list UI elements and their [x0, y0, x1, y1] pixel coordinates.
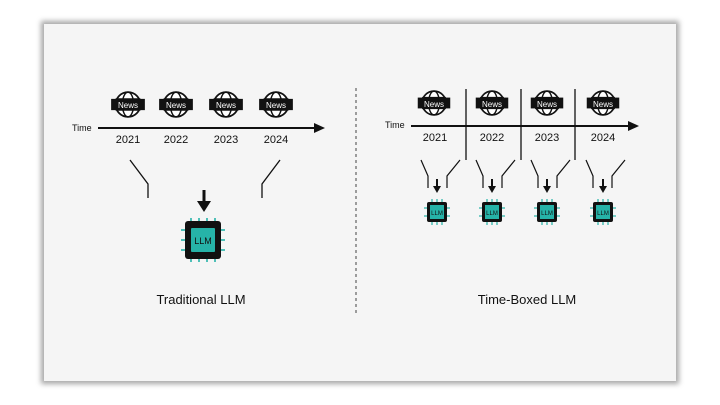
- right-funnel-2023: [530, 159, 571, 193]
- svg-text:News: News: [537, 100, 557, 109]
- right-llm-chip-2024: LLM: [590, 199, 616, 225]
- left-news-icon-2024: News: [258, 91, 294, 118]
- svg-text:LLM: LLM: [541, 211, 553, 217]
- left-funnel-line-right: [261, 159, 281, 198]
- diagram-card: [44, 24, 676, 381]
- right-time-axis-arrowhead: [628, 121, 639, 131]
- left-down-arrow: [197, 190, 211, 212]
- left-panel: Time News News News News 2021 2022 2023 …: [72, 91, 325, 307]
- right-news-icon-2023: News: [530, 90, 564, 116]
- left-chip-label: LLM: [194, 236, 212, 246]
- svg-text:News: News: [593, 100, 613, 109]
- left-llm-chip: LLM: [181, 218, 225, 262]
- right-news-icon-2022: News: [475, 90, 509, 116]
- svg-text:News: News: [166, 101, 186, 110]
- right-news-icon-2021: News: [417, 90, 451, 116]
- left-time-axis-arrowhead: [314, 123, 325, 133]
- right-year-2023: 2023: [535, 132, 559, 144]
- svg-text:News: News: [482, 100, 502, 109]
- right-time-axis-label: Time: [385, 120, 405, 130]
- right-funnel-2022: [475, 159, 516, 193]
- svg-text:News: News: [216, 101, 236, 110]
- svg-text:LLM: LLM: [597, 211, 609, 217]
- right-news-icon-2024: News: [586, 90, 620, 116]
- svg-text:News: News: [266, 101, 286, 110]
- left-news-icon-2022: News: [158, 91, 194, 118]
- svg-text:News: News: [424, 100, 444, 109]
- left-news-icon-2023: News: [208, 91, 244, 118]
- svg-text:News: News: [118, 101, 138, 110]
- right-year-2024: 2024: [591, 132, 615, 144]
- right-llm-chip-2023: LLM: [534, 199, 560, 225]
- left-caption: Traditional LLM: [156, 292, 245, 307]
- right-llm-chip-2021: LLM: [424, 199, 450, 225]
- left-news-icon-2021: News: [110, 91, 146, 118]
- left-time-axis-label: Time: [72, 123, 92, 133]
- right-llm-chip-2022: LLM: [479, 199, 505, 225]
- svg-text:LLM: LLM: [486, 211, 498, 217]
- right-funnel-2024: [585, 159, 626, 193]
- right-panel: Time News News News News 2021 2022 2023 …: [385, 89, 639, 307]
- svg-text:LLM: LLM: [431, 211, 443, 217]
- left-year-2021: 2021: [116, 134, 140, 146]
- left-year-2023: 2023: [214, 134, 238, 146]
- left-year-2022: 2022: [164, 134, 188, 146]
- right-year-2022: 2022: [480, 132, 504, 144]
- left-funnel-line-left: [129, 159, 149, 198]
- right-caption: Time-Boxed LLM: [478, 292, 577, 307]
- right-year-2021: 2021: [423, 132, 447, 144]
- right-funnel-2021: [420, 159, 461, 193]
- left-year-2024: 2024: [264, 134, 288, 146]
